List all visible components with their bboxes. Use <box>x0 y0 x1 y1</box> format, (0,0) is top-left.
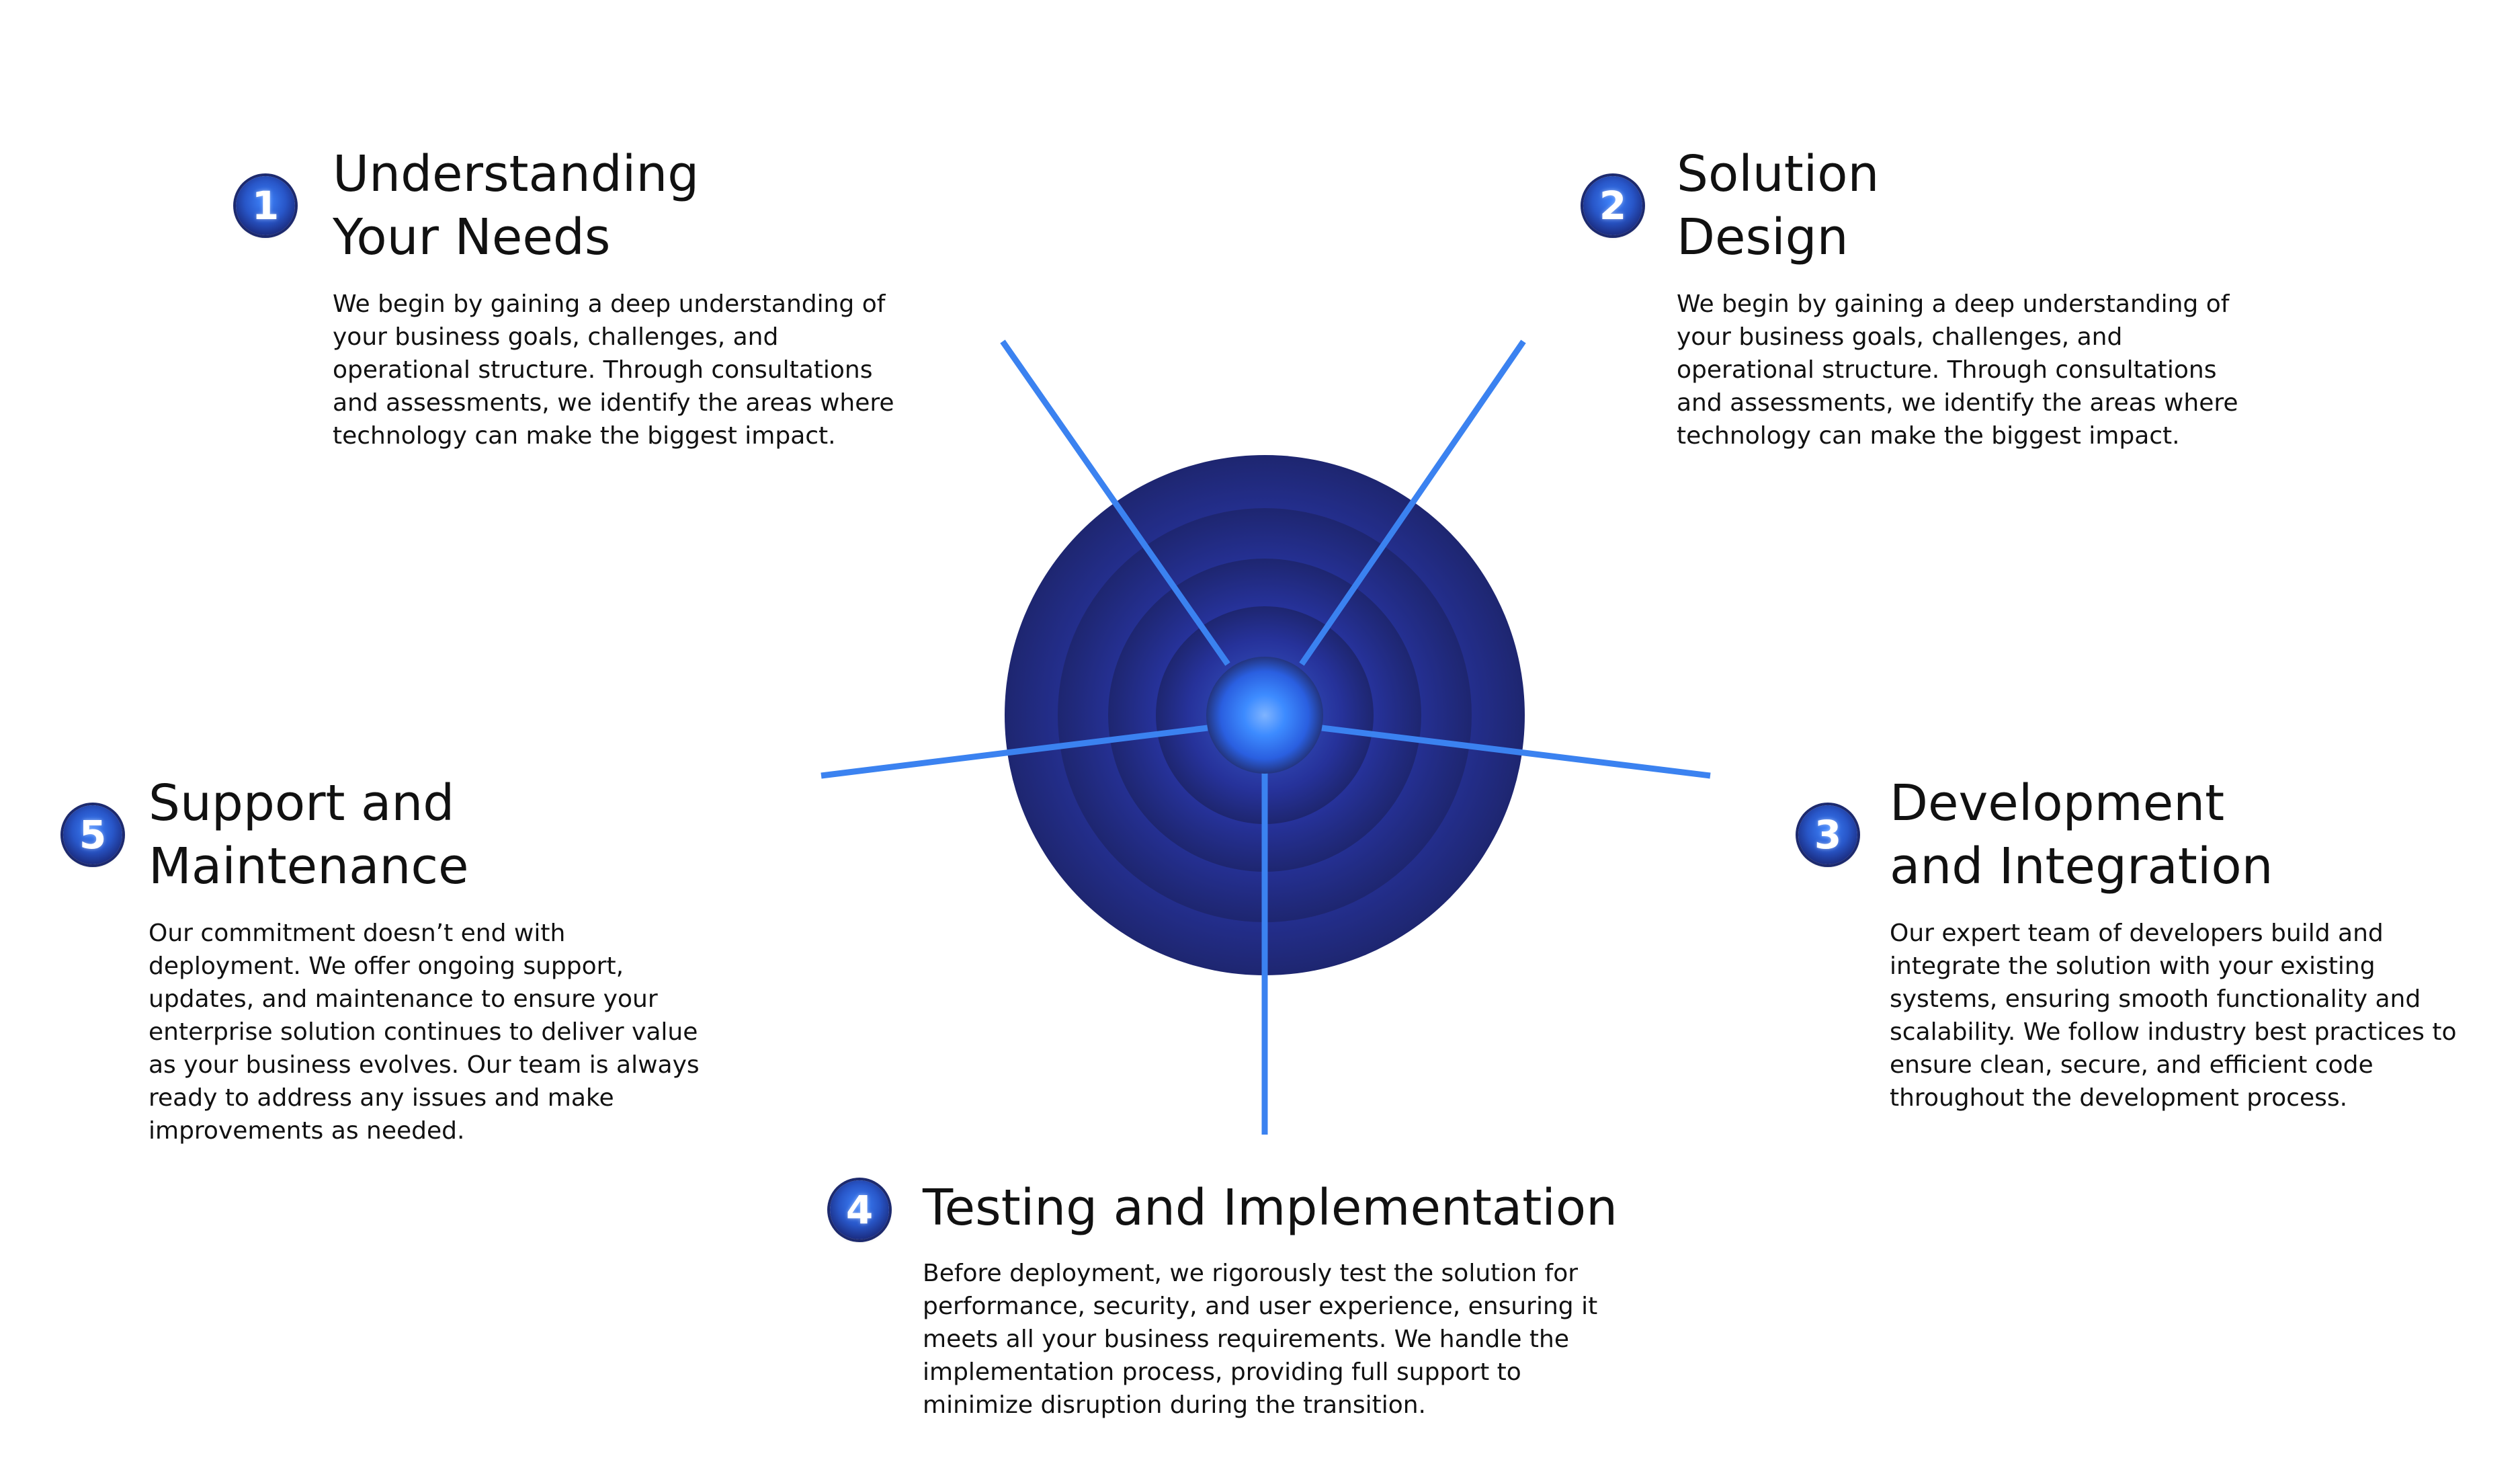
step-description-line: Our expert team of developers build and <box>1890 920 2384 947</box>
step-description: We begin by gaining a deep understanding… <box>333 288 894 452</box>
step-description: Our commitment doesn’t end with deployme… <box>149 917 700 1147</box>
step-description-line: ready to address any issues and make <box>149 1084 614 1112</box>
step-title: Development and Integration <box>1890 772 2273 898</box>
step-description-line: updates, and maintenance to ensure your <box>149 985 658 1013</box>
step-number-badge: 3 <box>1798 805 1857 864</box>
step-description-line: scalability. We follow industry best pra… <box>1890 1018 2457 1046</box>
step-description-line: and assessments, we identify the areas w… <box>1677 389 2238 417</box>
connector-line-step-1 <box>1000 339 1230 666</box>
step-description-line: performance, security, and user experien… <box>923 1293 1598 1320</box>
step-description-line: throughout the development process. <box>1890 1084 2348 1112</box>
step-description-line: deployment. We offer ongoing support, <box>149 952 624 980</box>
step-description-line: improvements as needed. <box>149 1117 465 1145</box>
step-description-line: your business goals, challenges, and <box>1677 323 2123 351</box>
connector-line-step-3 <box>1321 725 1711 779</box>
step-description-line: technology can make the biggest impact. <box>1677 422 2180 450</box>
step-description-line: operational structure. Through consultat… <box>1677 356 2217 384</box>
step-description-line: We begin by gaining a deep understanding… <box>333 290 886 318</box>
step-title: Solution Design <box>1677 142 1879 269</box>
step-description-line: Our commitment doesn’t end with <box>149 920 566 947</box>
step-description-line: minimize disruption during the transitio… <box>923 1391 1426 1419</box>
connector-line-step-5 <box>821 725 1208 779</box>
step-description-line: operational structure. Through consultat… <box>333 356 873 384</box>
step-description: We begin by gaining a deep understanding… <box>1677 288 2238 452</box>
connector-lines <box>821 339 1711 1135</box>
step-title-line: Support and <box>149 774 455 832</box>
hub-core <box>1206 657 1323 774</box>
step-description-line: enterprise solution continues to deliver… <box>149 1018 698 1046</box>
step-title: Support and Maintenance <box>149 772 469 898</box>
step-title-line: and Integration <box>1890 838 2273 895</box>
step-description-line: your business goals, challenges, and <box>333 323 779 351</box>
step-description-line: technology can make the biggest impact. <box>333 422 836 450</box>
step-description-line: and assessments, we identify the areas w… <box>333 389 894 417</box>
step-description-line: integrate the solution with your existin… <box>1890 952 2376 980</box>
step-title: Testing and Implementation <box>923 1176 1618 1239</box>
step-title-line: Testing and Implementation <box>923 1179 1618 1237</box>
step-description-line: as your business evolves. Our team is al… <box>149 1051 700 1079</box>
step-title-line: Solution <box>1677 145 1880 203</box>
step-description-line: meets all your business requirements. We… <box>923 1325 1569 1353</box>
step-number-badge: 5 <box>63 805 122 864</box>
step-number: 4 <box>845 1187 874 1233</box>
step-description-line: Before deployment, we rigorously test th… <box>923 1260 1579 1287</box>
step-title-line: Design <box>1677 208 1849 266</box>
step-description: Before deployment, we rigorously test th… <box>923 1257 1597 1422</box>
step-number-badge: 2 <box>1583 176 1642 235</box>
step-title-line: Maintenance <box>149 838 469 895</box>
step-number-badge: 4 <box>830 1180 889 1239</box>
step-number-badge: 1 <box>236 176 295 235</box>
step-title-line: Development <box>1890 774 2225 832</box>
step-title-line: Understanding <box>333 145 700 203</box>
step-description-line: implementation process, providing full s… <box>923 1358 1521 1386</box>
step-number: 1 <box>251 183 280 229</box>
step-number: 5 <box>79 812 107 858</box>
step-description: Our expert team of developers build and … <box>1890 917 2457 1114</box>
step-title: Understanding Your Needs <box>333 142 699 269</box>
step-number: 2 <box>1599 183 1627 229</box>
step-description-line: systems, ensuring smooth functionality a… <box>1890 985 2421 1013</box>
step-description-line: ensure clean, secure, and efficient code <box>1890 1051 2374 1079</box>
step-number: 3 <box>1814 812 1842 858</box>
connector-line-step-2 <box>1299 339 1526 666</box>
step-description-line: We begin by gaining a deep understanding… <box>1677 290 2230 318</box>
step-title-line: Your Needs <box>333 208 611 266</box>
